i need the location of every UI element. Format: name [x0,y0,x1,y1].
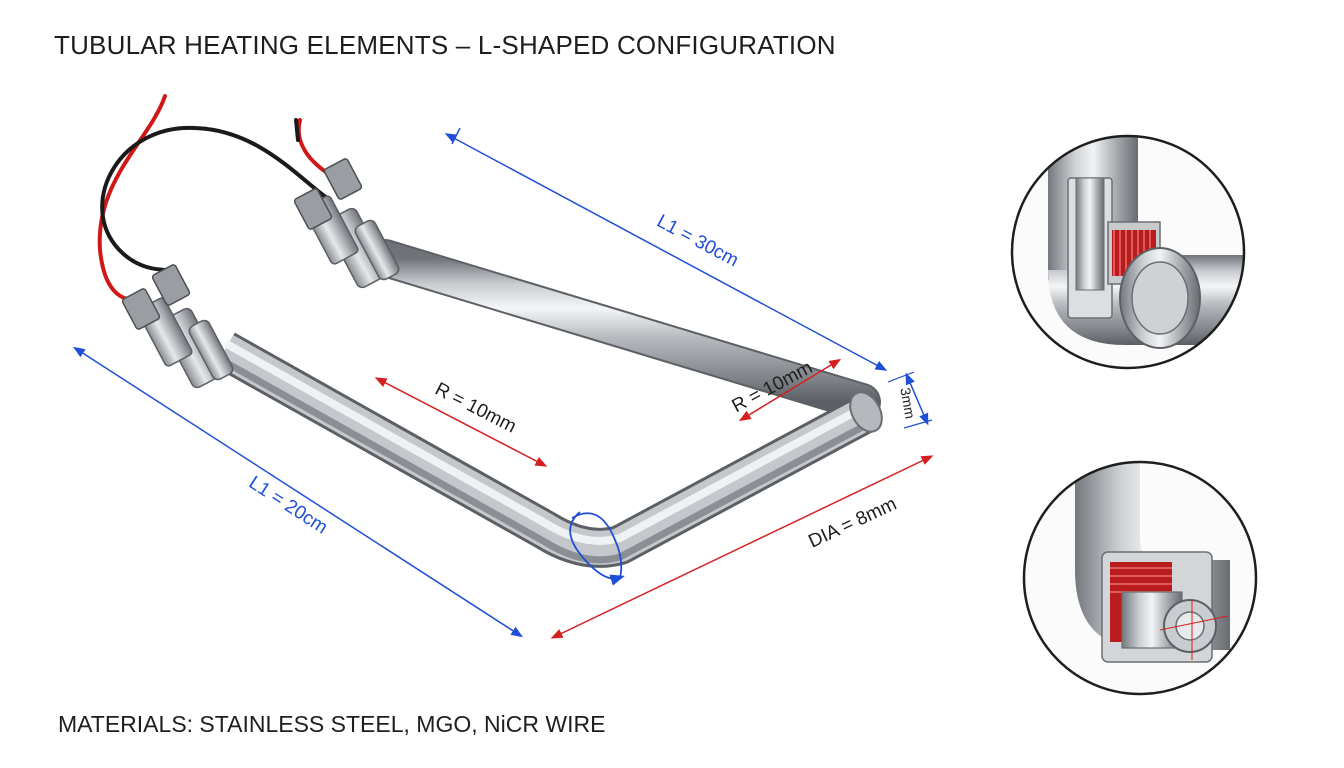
tubular-element [215,239,883,568]
dimension-label-diameter: DIA = 8mm [805,494,900,553]
terminal-fitting-front [121,264,234,389]
dimension-label-l1-long: L1 = 30cm [653,211,742,271]
terminal-fitting-back [293,158,400,289]
detail-view-end-cutaway [1022,460,1258,696]
materials-caption: MATERIALS: STAINLESS STEEL, MGO, NiCR WI… [58,711,606,737]
lead-wires [97,94,337,302]
detail-view-bend-cutaway [1010,134,1246,370]
dimension-label-sheath: 3mm [897,386,918,419]
dimension-sheath: 3mm [887,371,933,429]
dimension-label-radius-inner: R = 10mm [431,379,519,438]
diagram-title: TUBULAR HEATING ELEMENTS – L-SHAPED CONF… [54,30,836,60]
bend-rotation-indicator [569,511,625,586]
